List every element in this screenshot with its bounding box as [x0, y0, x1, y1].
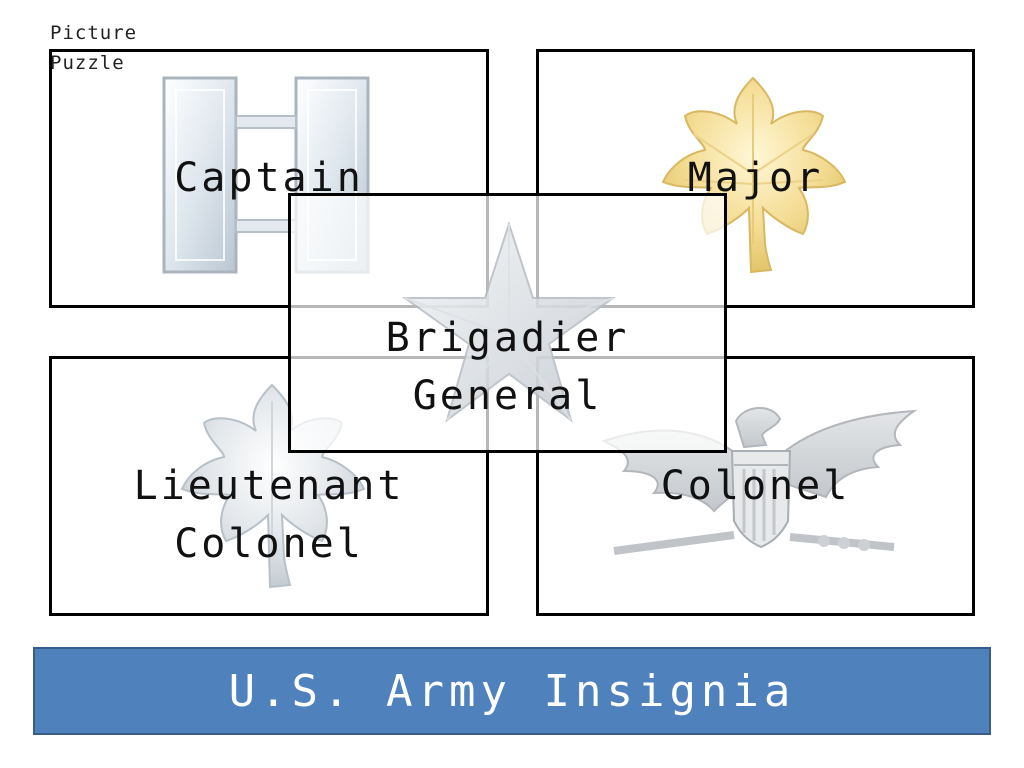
- silver-star-icon: [401, 220, 617, 423]
- brigadier-general-card[interactable]: Brigadier General: [288, 193, 727, 453]
- lieutenant-colonel-label: Lieutenant Colonel: [133, 463, 405, 567]
- banner-title: U.S. Army Insignia: [228, 665, 796, 717]
- colonel-label: Colonel: [660, 463, 851, 509]
- title-banner: U.S. Army Insignia: [33, 647, 991, 735]
- picture-puzzle-label: Picture Puzzle: [50, 22, 138, 74]
- captain-bars-icon: [162, 76, 370, 274]
- brigadier-general-label: Brigadier General: [385, 315, 630, 419]
